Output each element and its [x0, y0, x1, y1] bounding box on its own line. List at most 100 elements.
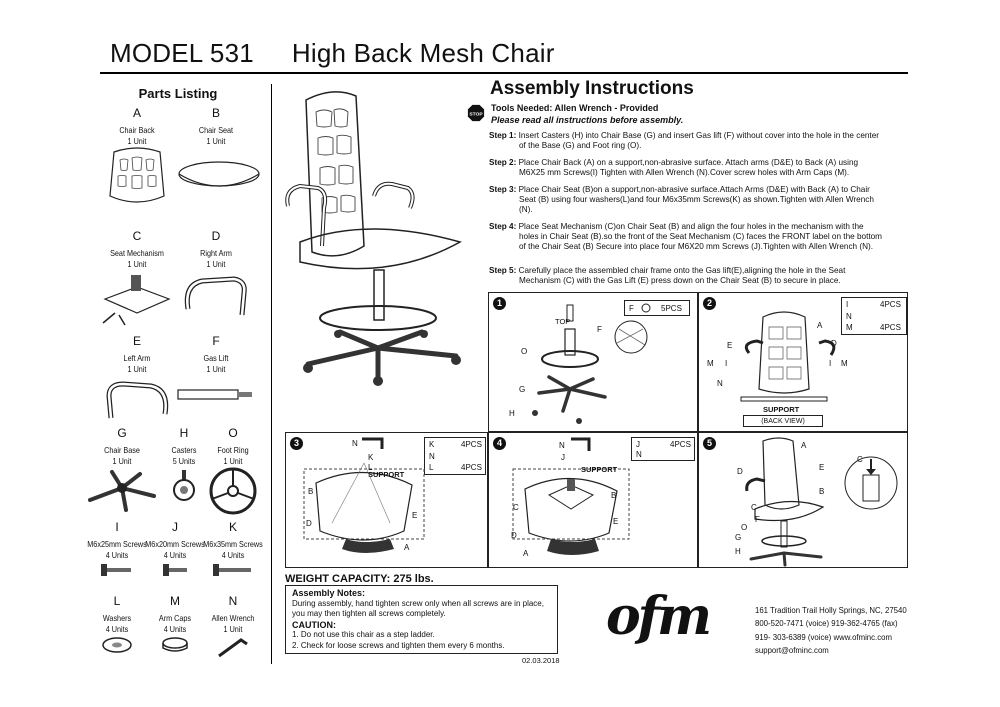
diagram-number: 5	[703, 437, 716, 450]
part-letter: L	[113, 594, 121, 608]
step-label: Step 2:	[489, 158, 517, 167]
part-name: Washers	[102, 613, 132, 623]
part-name: M6x35mm Screws	[203, 539, 263, 549]
label-o: O	[521, 347, 528, 356]
revision-date: 02.03.2018	[522, 656, 560, 665]
part-right-arm: D Right Arm 1 Unit	[174, 230, 258, 324]
ofm-logo: ofm	[606, 586, 712, 647]
step-5: Step 5: Carefully place the assembled ch…	[489, 266, 884, 286]
diagram-number: 2	[703, 297, 716, 310]
part-name: Chair Back	[119, 125, 155, 135]
caution-2: 2. Check for loose screws and tighten th…	[292, 640, 505, 650]
kit-part: N	[429, 452, 435, 461]
part-arm-caps: M Arm Caps 4 Units	[133, 595, 217, 656]
part-letter: J	[172, 520, 178, 534]
read-instructions-note: Please read all instructions before asse…	[491, 115, 684, 125]
screw-icon	[163, 564, 187, 576]
label-n: N	[717, 379, 723, 388]
label-a: A	[817, 321, 823, 330]
caution-title: CAUTION:	[292, 619, 336, 630]
label-e: E	[412, 511, 418, 520]
part-letter: G	[117, 426, 127, 440]
weight-capacity: WEIGHT CAPACITY: 275 lbs.	[285, 573, 434, 585]
part-qty: 4 Units	[221, 550, 245, 560]
part-m6x25-screws: I M6x25mm Screws 4 Units	[75, 521, 159, 580]
diagram-step-2: 2 I 4PCS N M 4PCS A E D M I N I M SUPPOR…	[698, 292, 908, 432]
screw-icon	[213, 564, 251, 576]
label-a: A	[801, 441, 807, 450]
tools-needed: Tools Needed: Allen Wrench - Provided	[491, 103, 659, 113]
step-text: Carefully place the assembled chair fram…	[518, 266, 846, 286]
label-i: I	[829, 359, 832, 368]
back-view-label: (BACK VIEW)	[743, 415, 823, 427]
label-g: G	[735, 533, 742, 542]
part-letter: O	[228, 426, 238, 440]
part-letter: C	[132, 229, 142, 243]
label-d: D	[737, 467, 743, 476]
kit-qty: 4PCS	[461, 440, 482, 449]
back-arms-drawing	[740, 311, 836, 402]
arm-cap-icon	[162, 637, 188, 652]
notes-title: Assembly Notes:	[292, 588, 366, 598]
kit-qty: 5PCS	[661, 304, 682, 313]
part-letter: H	[179, 426, 189, 440]
diagram-step-5: 5 A D E C B C F O G H	[698, 432, 908, 568]
chair-seat-icon	[178, 161, 260, 187]
step-3: Step 3: Place Chair Seat (B)on a support…	[489, 185, 884, 216]
final-assembly-drawing	[745, 437, 898, 567]
label-b: B	[611, 491, 617, 500]
part-qty: 5 Units	[172, 456, 196, 466]
kit-box: I 4PCS N M 4PCS	[841, 297, 907, 335]
support-email: support@ofminc.com	[755, 645, 829, 655]
kit-qty: 4PCS	[880, 323, 901, 332]
step-label: Step 3:	[489, 185, 517, 194]
part-qty: 1 Unit	[223, 624, 243, 634]
part-washers: L Washers 4 Units	[75, 595, 159, 656]
part-m6x20-screws: J M6x20mm Screws 4 Units	[133, 521, 217, 580]
assembly-notes-box: Assembly Notes: During assembly, hand ti…	[285, 585, 558, 654]
part-qty: 1 Unit	[112, 456, 132, 466]
kit-box: F 5PCS	[624, 300, 690, 316]
mechanism-attach-drawing	[512, 437, 630, 555]
part-letter: F	[212, 334, 220, 348]
model-number: MODEL 531	[110, 38, 254, 68]
part-name: Seat Mechanism	[110, 248, 164, 258]
label-e: E	[727, 341, 733, 350]
part-chair-base: G Chair Base 1 Unit	[80, 427, 164, 516]
part-name: Left Arm	[123, 353, 151, 363]
chair-back-icon	[109, 147, 165, 203]
kit-part: F	[629, 304, 634, 313]
label-h: H	[735, 547, 741, 556]
kit-part: M	[846, 323, 853, 332]
label-a: A	[523, 549, 529, 558]
foot-ring-icon	[209, 467, 257, 515]
seat-attach-drawing	[303, 437, 425, 553]
step-1: Step 1: Insert Casters (H) into Chair Ba…	[489, 131, 884, 151]
kit-box: J 4PCS N	[631, 437, 695, 461]
label-e: E	[613, 517, 619, 526]
step-label: Step 1:	[489, 131, 517, 140]
washer-icon	[102, 637, 132, 653]
address: 161 Tradition Trail Holly Springs, NC, 2…	[755, 606, 907, 615]
kit-part: I	[846, 300, 849, 309]
company-contact: 161 Tradition Trail Holly Springs, NC, 2…	[755, 604, 907, 657]
part-name: Allen Wrench	[211, 613, 255, 623]
label-top: TOP	[555, 317, 571, 326]
label-i: I	[725, 359, 728, 368]
part-qty: 1 Unit	[127, 364, 147, 374]
label-b: B	[308, 487, 314, 496]
right-arm-icon	[184, 276, 247, 316]
label-f: F	[597, 325, 602, 334]
part-qty: 4 Units	[105, 624, 129, 634]
allen-wrench-icon	[218, 638, 248, 658]
step-text: Place Chair Seat (B)on a support,non-abr…	[518, 185, 874, 215]
label-f: F	[755, 515, 760, 524]
step-text: Place Seat Mechanism (C)on Chair Seat (B…	[518, 222, 882, 252]
kit-qty: 4PCS	[670, 440, 691, 449]
label-a: A	[404, 543, 410, 552]
column-divider	[271, 84, 272, 664]
left-arm-icon	[106, 381, 169, 419]
kit-qty: 4PCS	[880, 300, 901, 309]
kit-qty: 4PCS	[461, 463, 482, 472]
